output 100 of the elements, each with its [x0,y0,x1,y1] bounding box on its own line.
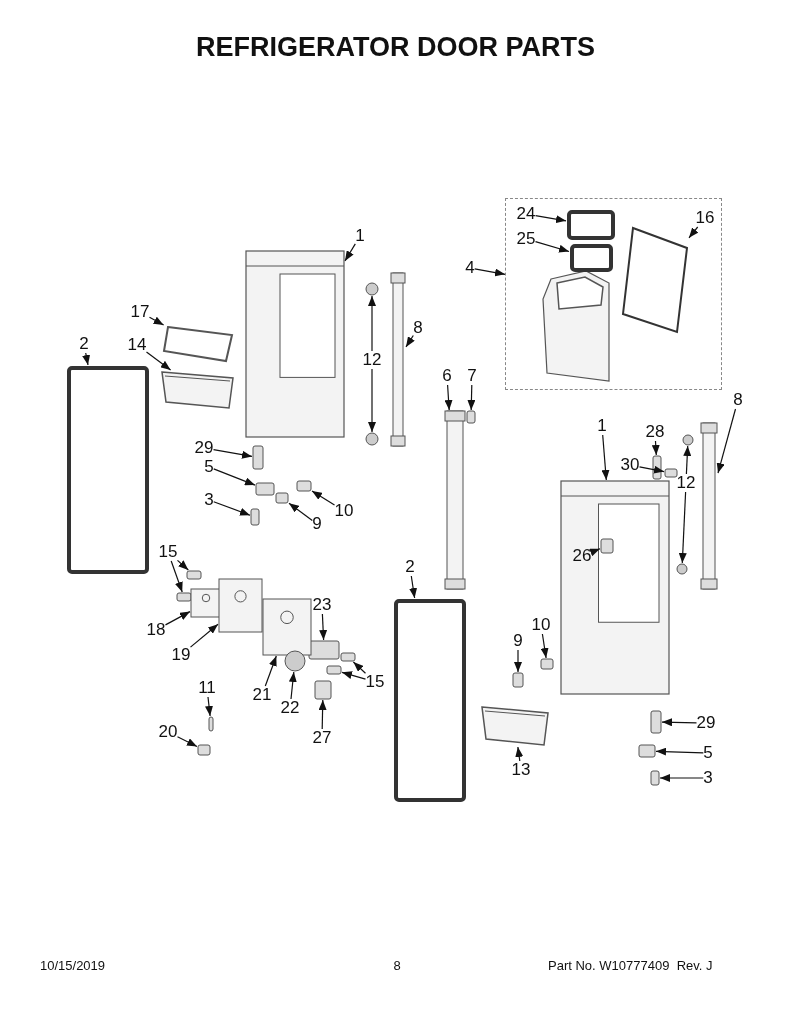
leader-arrow [716,408,737,474]
handle-drawing [390,272,406,447]
callout-number: 24 [516,205,536,223]
callout-number: 30 [620,456,640,474]
leader-arrow [534,215,567,224]
leader-arrow [534,241,570,253]
leader-arrow [145,351,172,371]
screw-drawing [176,592,192,602]
leader-arrow [368,368,376,433]
callout-number: 8 [733,391,743,409]
screw-drawing [250,508,260,526]
leader-arrow [311,490,336,506]
leader-arrow [164,611,191,626]
leader-arrow [638,465,665,474]
part-drawing [314,680,332,700]
leader-arrow [467,384,476,411]
callout-number: 29 [194,439,214,457]
callout-number: 15 [158,543,178,561]
callout-number: 2 [79,335,89,353]
callout-number: 7 [467,367,477,385]
callout-number: 11 [198,679,216,697]
callout-number: 21 [252,686,272,704]
part-drawing [664,468,678,478]
leader-arrow [683,445,692,475]
mullion-strip-drawing [444,410,466,590]
callout-number: 28 [645,423,665,441]
leader-arrow [213,501,251,516]
callout-number: 16 [695,209,715,227]
screw-drawing [275,492,289,504]
hinge-drawing [255,482,275,496]
leader-arrow [678,491,687,564]
hinge-pin-drawing [208,716,214,732]
leader-arrow [540,633,549,659]
callout-number: 8 [413,319,423,337]
leader-arrow [352,661,367,674]
door-bin-drawing [160,370,235,410]
leader-arrow [318,699,327,730]
leader-arrow [655,747,704,756]
plate-drawing [218,578,263,633]
callout-number: 13 [511,761,531,779]
leader-arrow [474,268,506,277]
panel-drawing [621,226,689,334]
actuator-drawing [284,650,306,672]
leader-arrow [444,384,453,411]
door-gasket-drawing [66,365,150,575]
leader-arrow [344,243,356,262]
callout-number: 22 [280,699,300,717]
screw-drawing [340,652,356,662]
screw-drawing [186,570,202,580]
part-number: Part No. W10777409 Rev. J [548,958,713,973]
door-gasket-drawing [566,209,616,241]
callout-number: 3 [204,491,214,509]
callout-number: 18 [146,621,166,639]
part-drawing [600,538,614,554]
callout-number: 9 [312,515,322,533]
callout-number: 20 [158,723,178,741]
hinge-pin-drawing [650,710,662,734]
part-drawing [296,480,312,492]
leader-arrow [341,671,367,680]
leader-arrow [514,649,522,673]
door-liner-drawing [245,250,345,438]
callout-number: 4 [465,259,475,277]
callout-number: 3 [703,769,713,787]
callout-number: 5 [204,458,214,476]
callout-number: 12 [362,351,382,369]
frame-drawing [262,598,312,656]
leader-arrow [82,352,91,366]
leader-arrow [688,226,699,239]
leader-arrow [148,316,165,326]
callout-number: 17 [130,303,150,321]
leader-arrow [651,440,660,456]
screw-drawing [326,665,342,675]
leader-arrow [515,746,524,762]
screw-drawing [466,410,476,424]
leader-arrow [409,575,418,599]
part-drawing [197,744,211,756]
door-liner-drawing [560,480,670,695]
leader-arrow [213,468,256,486]
leader-arrow [170,560,183,593]
end-cap-drawing [365,282,379,296]
end-cap-drawing [676,563,688,575]
callout-number: 14 [127,336,147,354]
callout-number: 2 [405,558,415,576]
hinge-pin-drawing [252,445,264,470]
handle-drawing [700,422,718,590]
callout-number: 29 [696,714,716,732]
end-cap-drawing [682,434,694,446]
leader-arrow [319,613,328,641]
leader-arrow [264,655,277,687]
callout-number: 1 [355,227,365,245]
leader-arrow [601,434,610,481]
door-bin-drawing [162,325,234,363]
tube-drawing [652,455,662,480]
leader-arrow [189,623,219,648]
leader-arrow [176,559,189,571]
page-number: 8 [393,958,401,973]
page-title: REFRIGERATOR DOOR PARTS [195,32,596,63]
door-gasket-drawing [569,243,614,273]
footer-date: 10/15/2019 [40,958,106,973]
leader-arrow [212,449,253,459]
